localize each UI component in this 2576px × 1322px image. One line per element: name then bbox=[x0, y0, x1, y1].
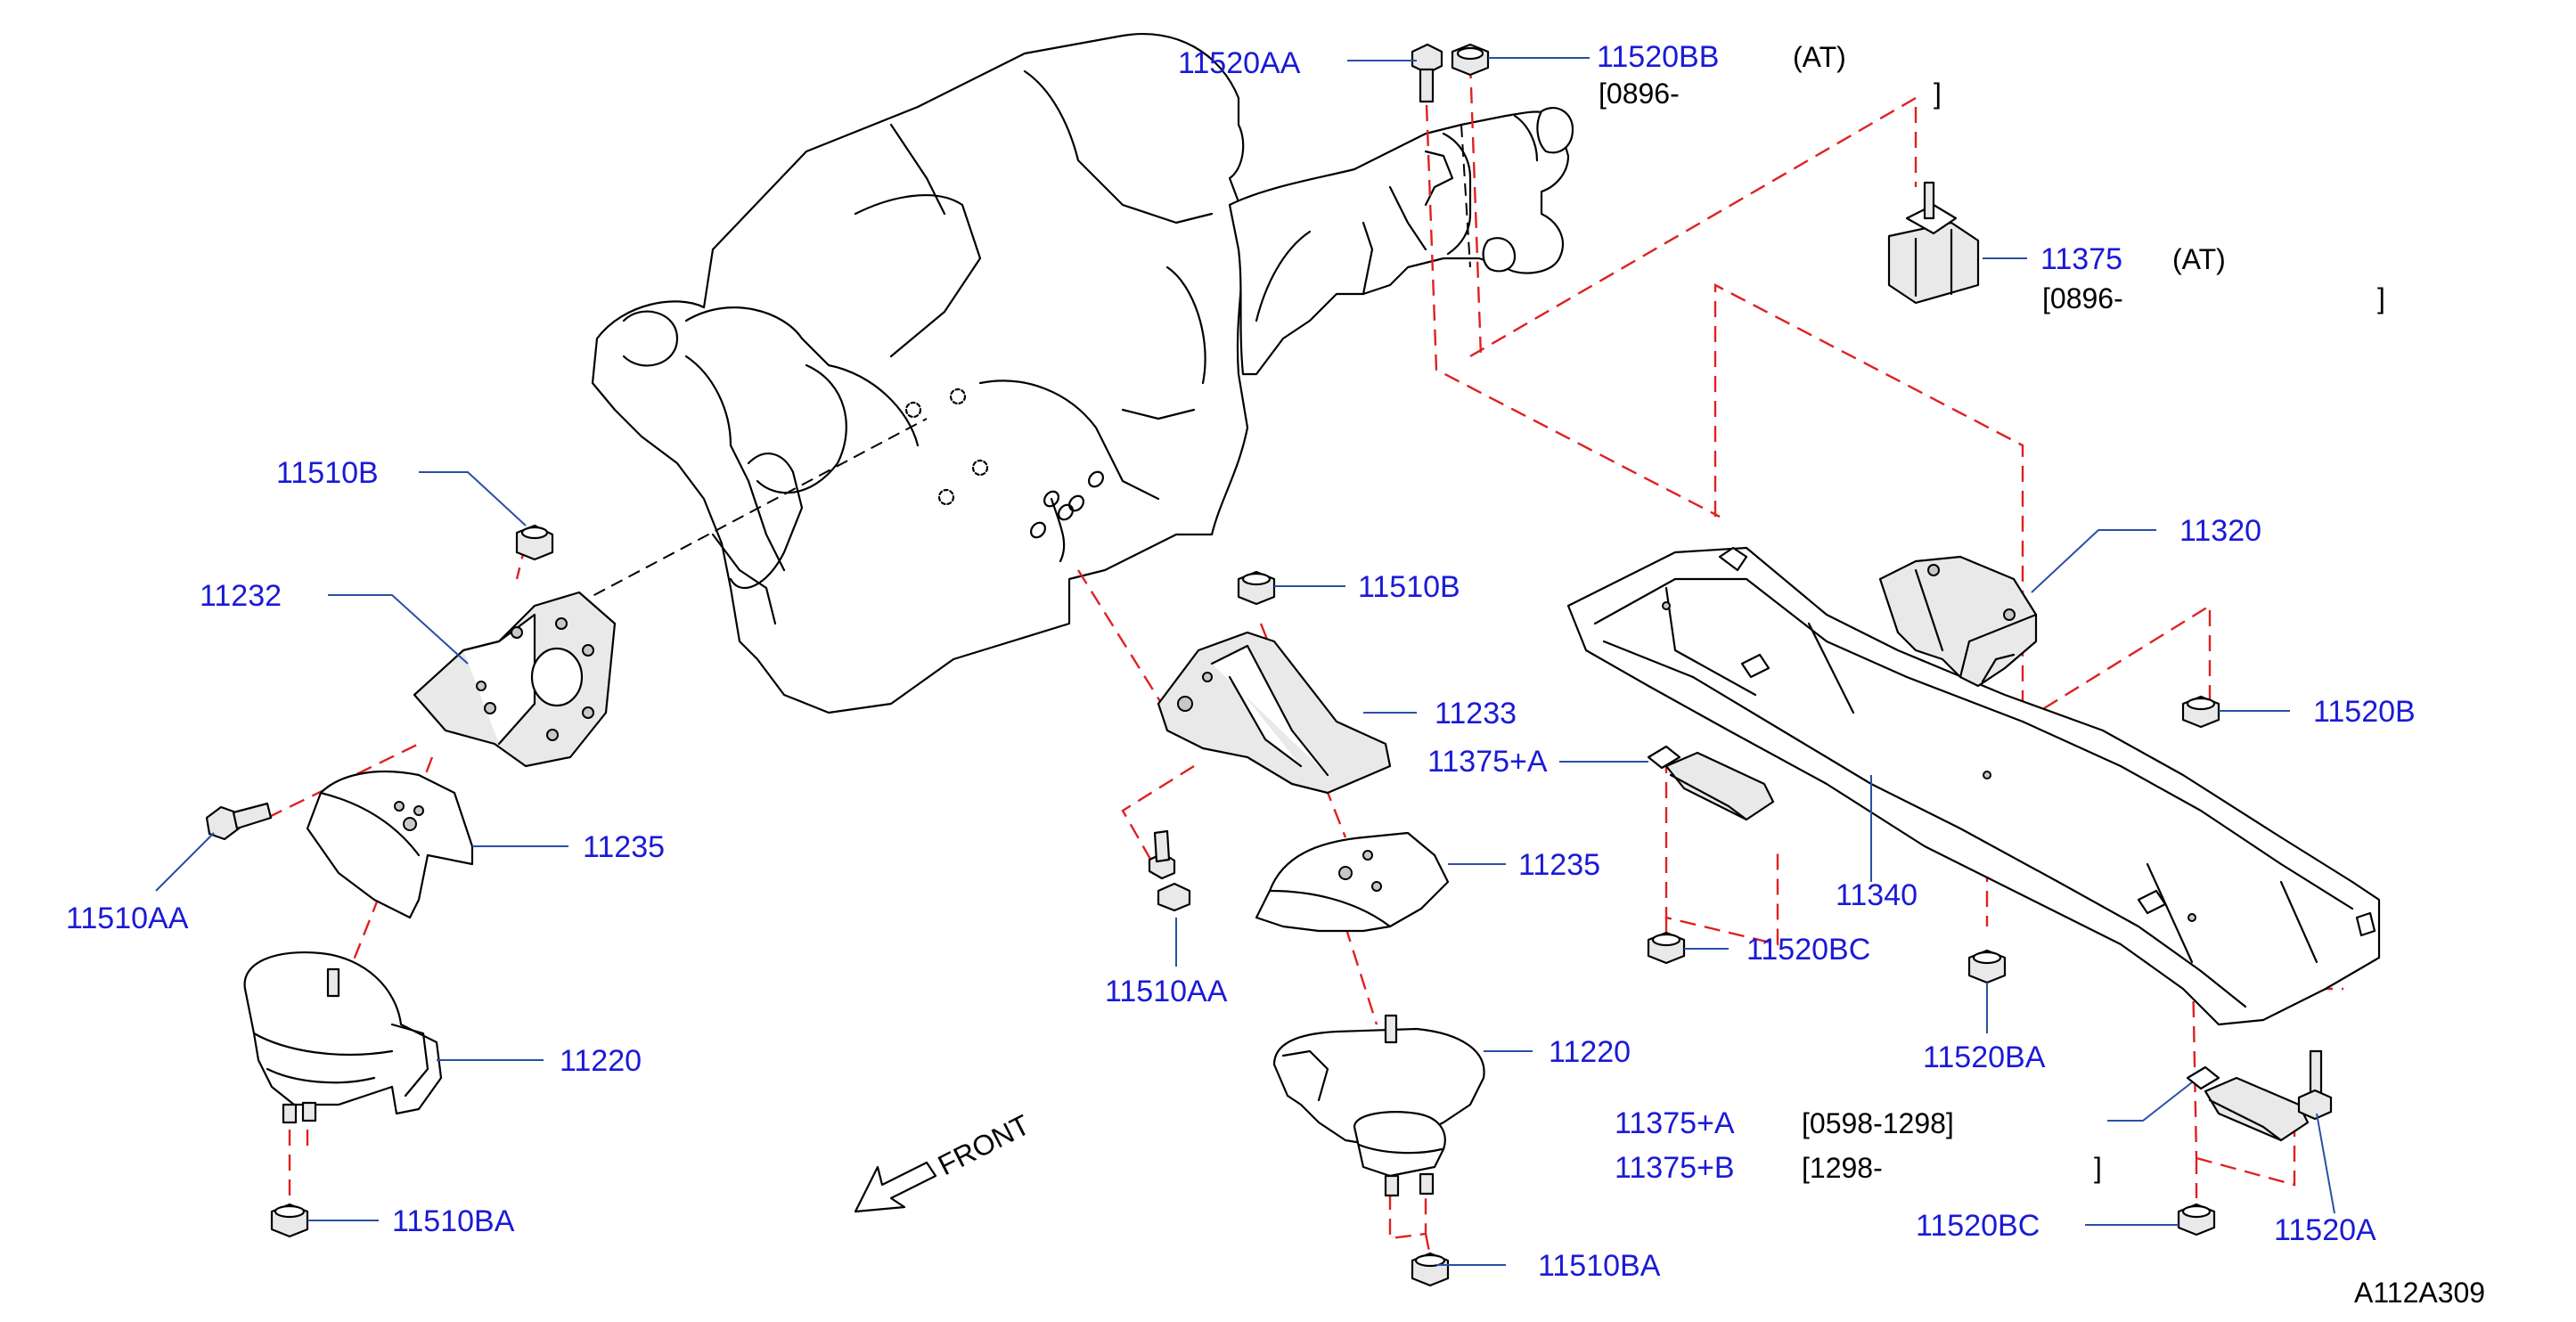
label-11220-center: 11220 bbox=[1549, 1035, 1631, 1069]
front-arrow-icon: FRONT bbox=[854, 1108, 1035, 1213]
label-11235-left: 11235 bbox=[583, 830, 665, 864]
label-11510aa-center: 11510AA bbox=[1105, 975, 1228, 1008]
label-11520bc-lower: 11520BC bbox=[1916, 1209, 2040, 1243]
nut-11510ba-left bbox=[270, 1203, 309, 1238]
note-bracket-2: ] bbox=[2377, 282, 2385, 314]
front-label: FRONT bbox=[933, 1108, 1035, 1181]
label-11320: 11320 bbox=[2179, 514, 2261, 548]
bolt-11510aa-center bbox=[1148, 829, 1191, 912]
note-date-2: [0896- bbox=[2042, 282, 2123, 314]
top-hardware bbox=[1411, 43, 1980, 305]
nut-11520bb bbox=[1451, 43, 1490, 77]
label-11520ba: 11520BA bbox=[1923, 1040, 2046, 1074]
engine-transmission-assembly bbox=[489, 33, 1574, 714]
leader-lines bbox=[155, 57, 2335, 1266]
diagram-code: A112A309 bbox=[2354, 1277, 2485, 1309]
note-bracket-b: ] bbox=[2094, 1152, 2102, 1184]
label-11375a-legend: 11375+A bbox=[1615, 1106, 1735, 1140]
note-bracket-1: ] bbox=[1934, 78, 1942, 110]
mount-11375-lower bbox=[2186, 1065, 2310, 1142]
label-11375a-center: 11375+A bbox=[1427, 745, 1548, 779]
note-date-b: [1298- bbox=[1802, 1152, 1883, 1184]
label-11520aa-top: 11520AA bbox=[1178, 46, 1301, 80]
label-11510b-center: 11510B bbox=[1358, 570, 1460, 604]
label-11510aa-left: 11510AA bbox=[66, 902, 189, 935]
label-11340: 11340 bbox=[1836, 878, 1918, 912]
at-mount-11375 bbox=[1887, 181, 1980, 305]
heat-shield-11235-center bbox=[1255, 831, 1450, 933]
note-date-1: [0896- bbox=[1599, 78, 1680, 110]
label-11520a: 11520A bbox=[2274, 1213, 2376, 1247]
left-engine-mount bbox=[205, 524, 617, 1238]
label-11233: 11233 bbox=[1435, 697, 1517, 730]
label-11232: 11232 bbox=[200, 579, 282, 613]
note-at-1: (AT) bbox=[1793, 41, 1846, 73]
label-11520bc-upper: 11520BC bbox=[1746, 933, 1870, 967]
nut-11520b bbox=[2181, 695, 2220, 729]
crossmember-11340 bbox=[1566, 546, 2381, 1026]
label-11220-left: 11220 bbox=[560, 1044, 642, 1078]
bolt-11520a bbox=[2297, 1049, 2333, 1121]
label-11375-top: 11375 bbox=[2040, 242, 2122, 276]
note-date-a: [0598-1298] bbox=[1802, 1107, 1954, 1139]
note-at-2: (AT) bbox=[2172, 243, 2226, 275]
label-11520b: 11520B bbox=[2313, 695, 2416, 729]
bracket-11232 bbox=[413, 591, 617, 768]
bracket-11233 bbox=[1157, 631, 1392, 795]
rubber-mount-11220-center bbox=[1272, 1014, 1485, 1197]
nut-11520bc-upper bbox=[1647, 931, 1686, 965]
label-11510b-left: 11510B bbox=[276, 456, 379, 490]
nut-11510ba-center bbox=[1411, 1252, 1450, 1287]
label-11510ba-left: 11510BA bbox=[392, 1204, 515, 1238]
rubber-mount-11220-left bbox=[243, 951, 443, 1124]
nut-11510b-center bbox=[1237, 570, 1276, 606]
center-engine-mount bbox=[1148, 570, 1485, 1287]
mount-11375a-upper bbox=[1647, 745, 1775, 821]
bolt-11510aa-left bbox=[205, 802, 273, 841]
nut-11520ba bbox=[1967, 949, 2007, 984]
heat-shield-11235-left bbox=[306, 770, 474, 919]
part-labels: 11520AA 11520BB 11375 11510B 11232 11510… bbox=[66, 40, 2416, 1283]
transmission-mount-11320 bbox=[1878, 555, 2038, 688]
nut-11510b-left bbox=[515, 524, 554, 561]
label-11510ba-center: 11510BA bbox=[1538, 1249, 1661, 1283]
label-11520bb: 11520BB bbox=[1597, 40, 1719, 74]
nut-11520bc-lower bbox=[2177, 1203, 2216, 1236]
bolt-11520aa bbox=[1411, 43, 1443, 103]
notes: (AT) [0896- ] (AT) [0896- ] [0598-1298] … bbox=[1599, 41, 2485, 1309]
label-11375b-legend: 11375+B bbox=[1615, 1151, 1735, 1185]
label-11235-center: 11235 bbox=[1518, 848, 1600, 882]
